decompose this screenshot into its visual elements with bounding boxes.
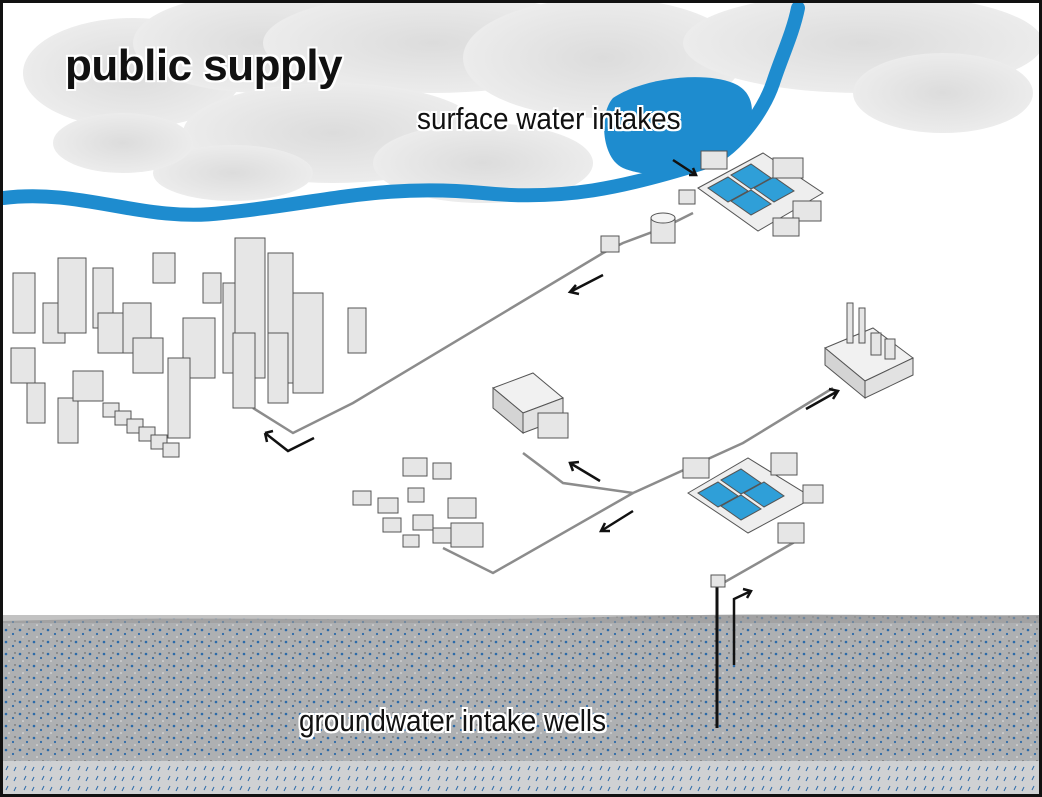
well-icon [710, 574, 726, 728]
commercial-building [492, 372, 569, 439]
arrow-icon [805, 387, 840, 411]
treatment-plant-lower [682, 452, 824, 544]
factory-icon [824, 302, 914, 400]
treatment-plant-top [697, 150, 824, 237]
arrow-icon [672, 158, 698, 177]
surface-water-intakes-label: surface water intakes [417, 101, 681, 136]
page-title: public supply [65, 41, 343, 90]
public-supply-illustration [3, 3, 1039, 794]
arrow-icon [568, 460, 601, 483]
city-buildings [10, 237, 367, 444]
flow-arrows [263, 158, 840, 665]
groundwater-intake-wells-label: groundwater intake wells [299, 703, 607, 738]
arrow-icon [598, 509, 634, 533]
suburb-houses [352, 457, 484, 548]
arrow-icon [263, 429, 315, 453]
clouds [23, 3, 1039, 203]
row-houses [102, 402, 180, 458]
river [3, 3, 805, 222]
arrow-icon [567, 273, 604, 296]
water-tower-icon [600, 189, 696, 253]
groundwater-aquifer [3, 614, 1039, 794]
arrow-icon [732, 587, 753, 665]
